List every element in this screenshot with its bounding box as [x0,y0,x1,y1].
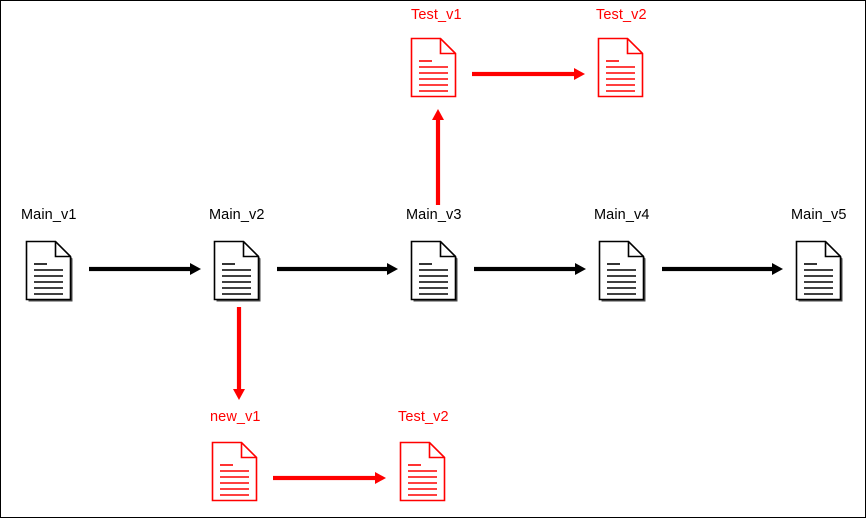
node-label-new_v1: new_v1 [210,409,261,425]
arrow-new_v1-to-test_v2_bot [273,472,386,484]
document-icon-test_v1_top[interactable] [410,37,458,99]
node-label-main_v3: Main_v3 [406,207,462,223]
document-icon-main_v2[interactable] [213,240,261,302]
arrow-main_v3-to-test_v1 [432,109,444,205]
arrow-main_v3-to-main_v4 [474,263,586,275]
node-label-main_v1: Main_v1 [21,207,77,223]
node-label-test_v2_top: Test_v2 [596,7,647,23]
node-label-main_v4: Main_v4 [594,207,650,223]
arrow-main_v1-to-main_v2 [89,263,201,275]
node-label-main_v5: Main_v5 [791,207,847,223]
node-label-test_v2_bot: Test_v2 [398,409,449,425]
arrow-main_v2-to-new_v1 [233,307,245,400]
document-icon-main_v3[interactable] [410,240,458,302]
document-icon-main_v5[interactable] [795,240,843,302]
document-icon-test_v2_bot[interactable] [399,441,447,503]
document-icon-test_v2_top[interactable] [597,37,645,99]
document-icon-new_v1[interactable] [211,441,259,503]
arrow-main_v4-to-main_v5 [662,263,783,275]
document-icon-main_v4[interactable] [598,240,646,302]
node-label-main_v2: Main_v2 [209,207,265,223]
node-label-test_v1_top: Test_v1 [411,7,462,23]
document-icon-main_v1[interactable] [25,240,73,302]
arrow-test_v1-to-test_v2 [472,68,585,80]
arrow-main_v2-to-main_v3 [277,263,398,275]
